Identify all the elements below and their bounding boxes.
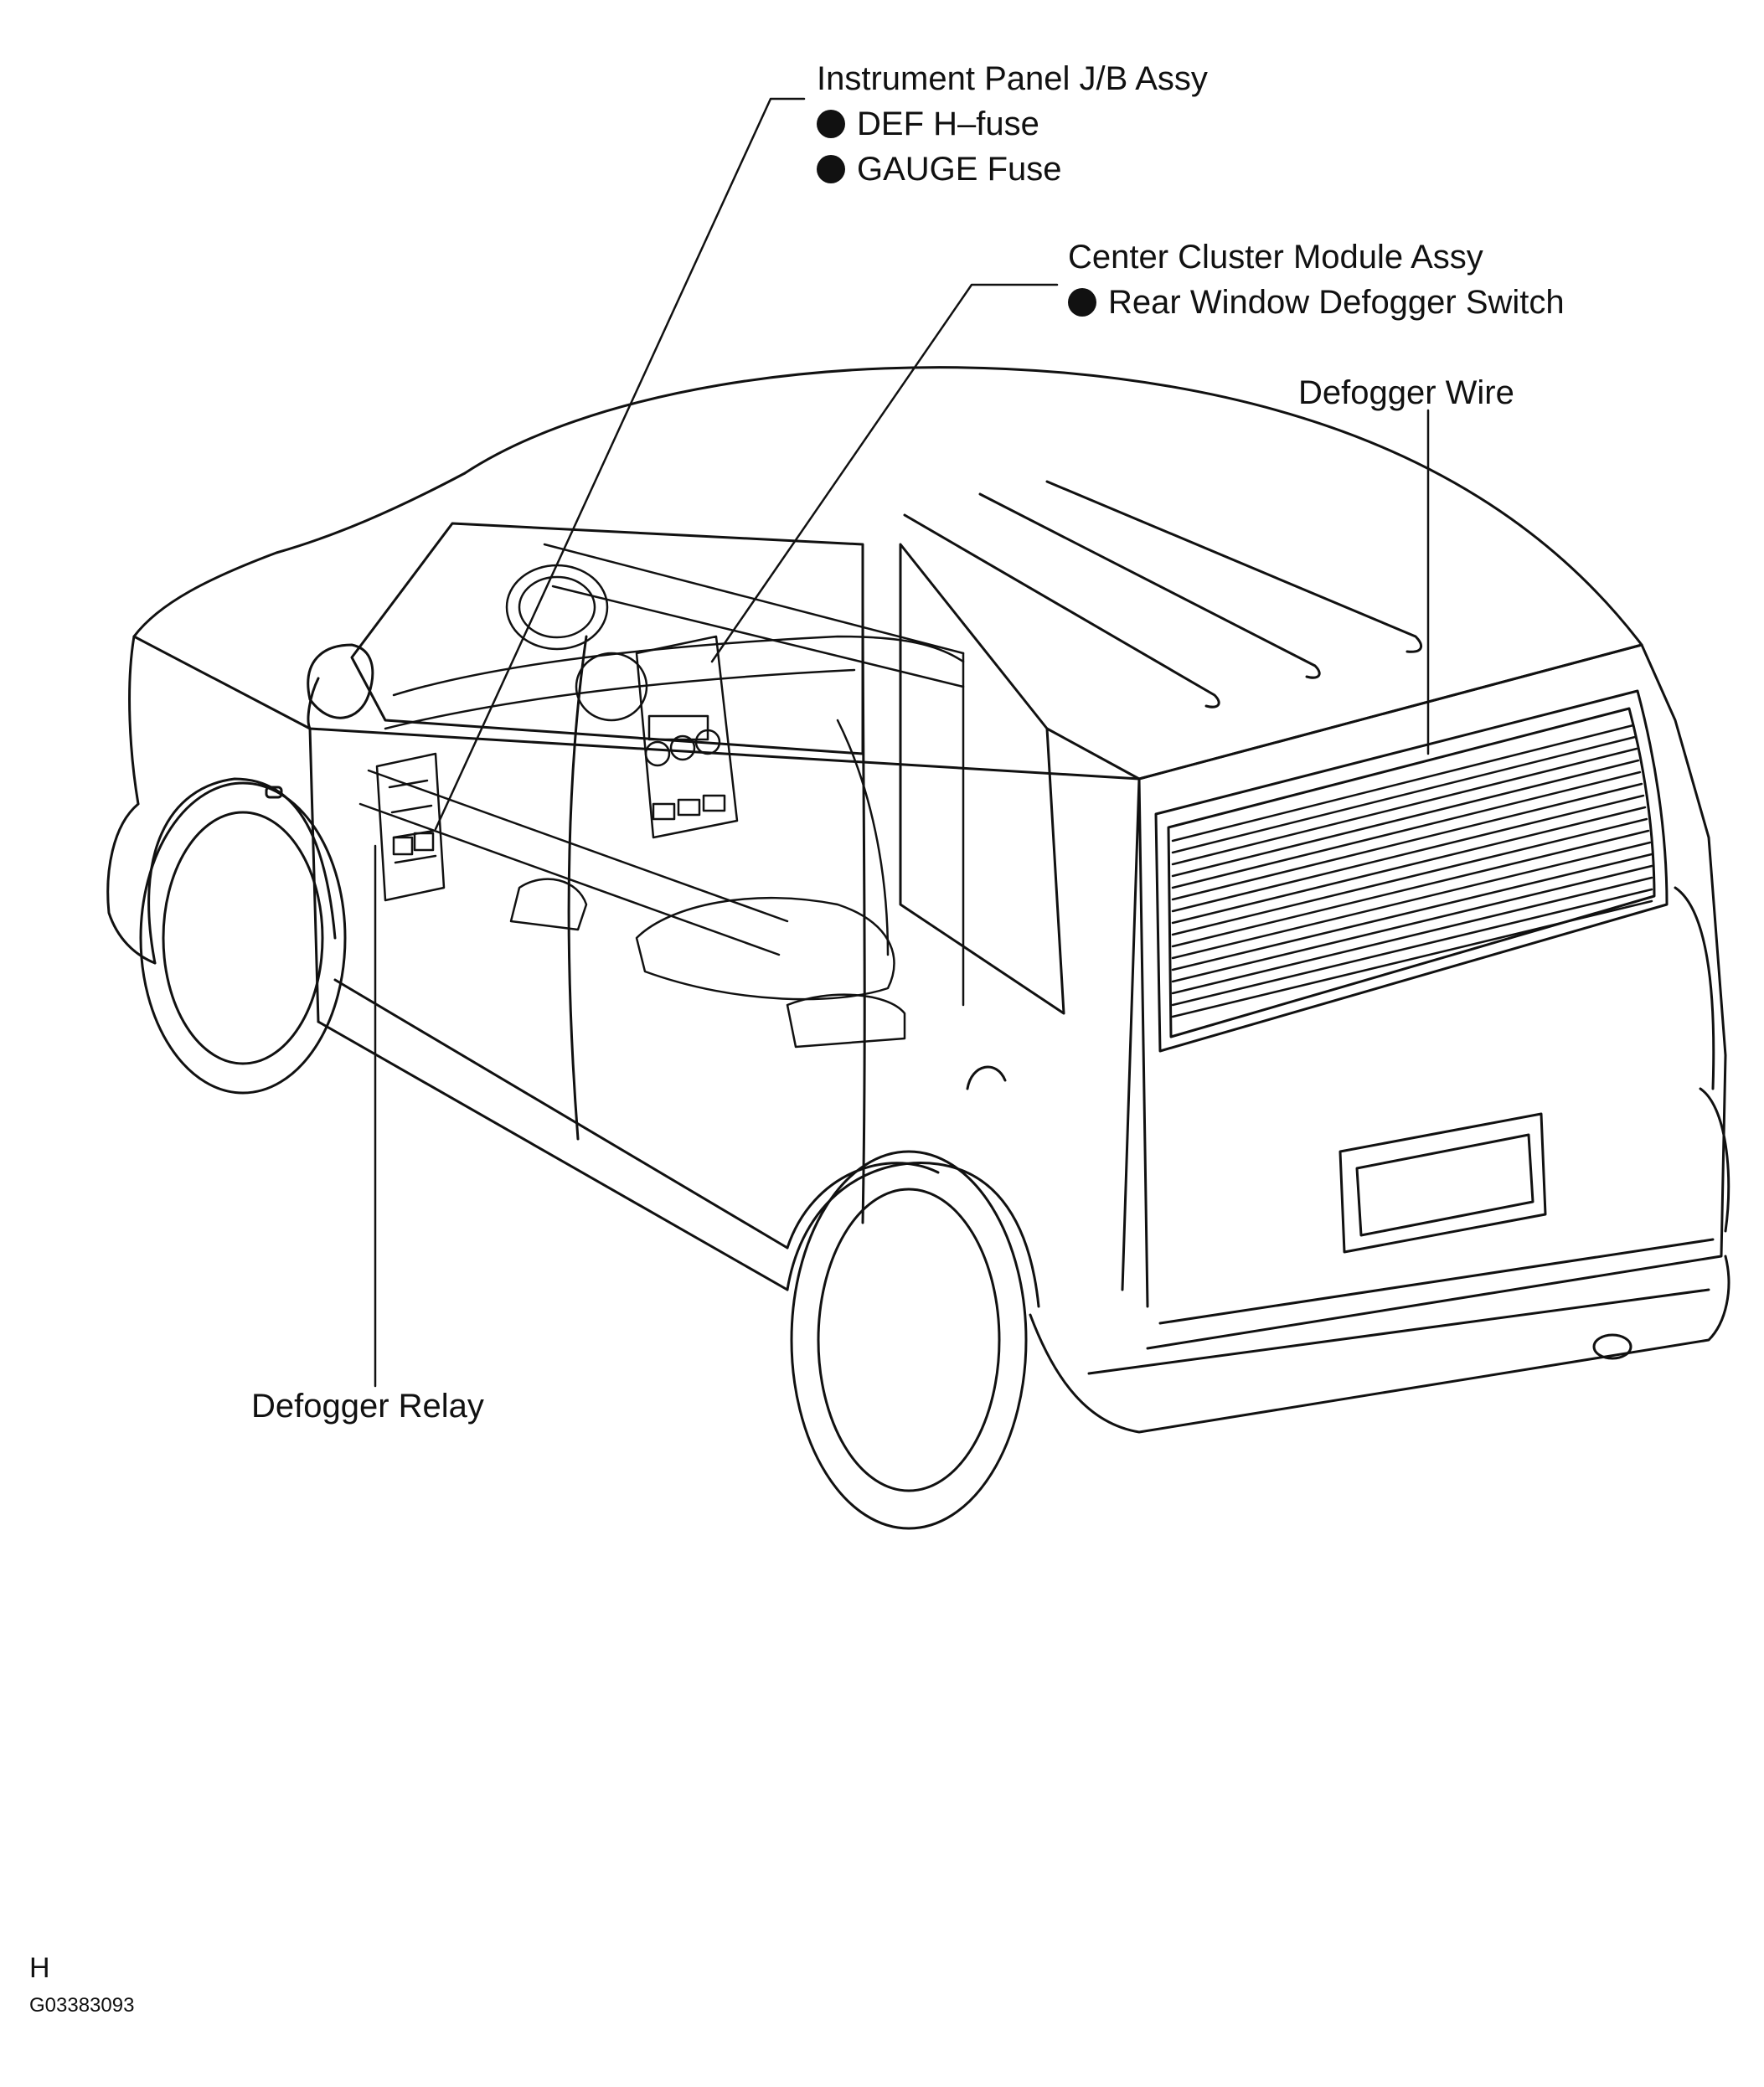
front-wheel — [139, 781, 347, 1095]
leader-instrument-panel — [434, 97, 806, 831]
def-h-fuse-label: DEF H–fuse — [857, 106, 1039, 142]
rear-wheel — [790, 1150, 1028, 1530]
bullet-icon — [817, 155, 845, 183]
rear-window-defogger-switch-label: Rear Window Defogger Switch — [1108, 284, 1565, 321]
rear-window — [1154, 689, 1669, 1053]
defogger-relay-label: Defogger Relay — [251, 1388, 484, 1425]
leader-lines — [374, 97, 1430, 1388]
center-cluster-item-1: Rear Window Defogger Switch — [1068, 282, 1565, 322]
vehicle-body — [106, 366, 1730, 1530]
bullet-icon — [817, 110, 845, 138]
roof-ribs — [903, 480, 1422, 709]
instrument-panel-label: Instrument Panel J/B Assy DEF H–fuse GAU… — [817, 59, 1208, 189]
instrument-panel-item-1: DEF H–fuse — [817, 104, 1208, 144]
center-cluster-label: Center Cluster Module Assy Rear Window D… — [1068, 237, 1565, 322]
interior — [358, 543, 965, 1049]
defogger-wire-lines — [1171, 724, 1653, 1018]
section-letter: H — [29, 1952, 50, 1984]
instrument-panel-title: Instrument Panel J/B Assy — [817, 60, 1208, 97]
figure-code: G03383093 — [29, 1994, 135, 2017]
center-cluster-title: Center Cluster Module Assy — [1068, 239, 1483, 276]
gauge-fuse-label: GAUGE Fuse — [857, 151, 1062, 188]
defogger-wire-label: Defogger Wire — [1298, 374, 1514, 411]
instrument-panel-item-2: GAUGE Fuse — [817, 149, 1208, 189]
leader-center-cluster — [710, 283, 1059, 663]
bullet-icon — [1068, 288, 1096, 317]
